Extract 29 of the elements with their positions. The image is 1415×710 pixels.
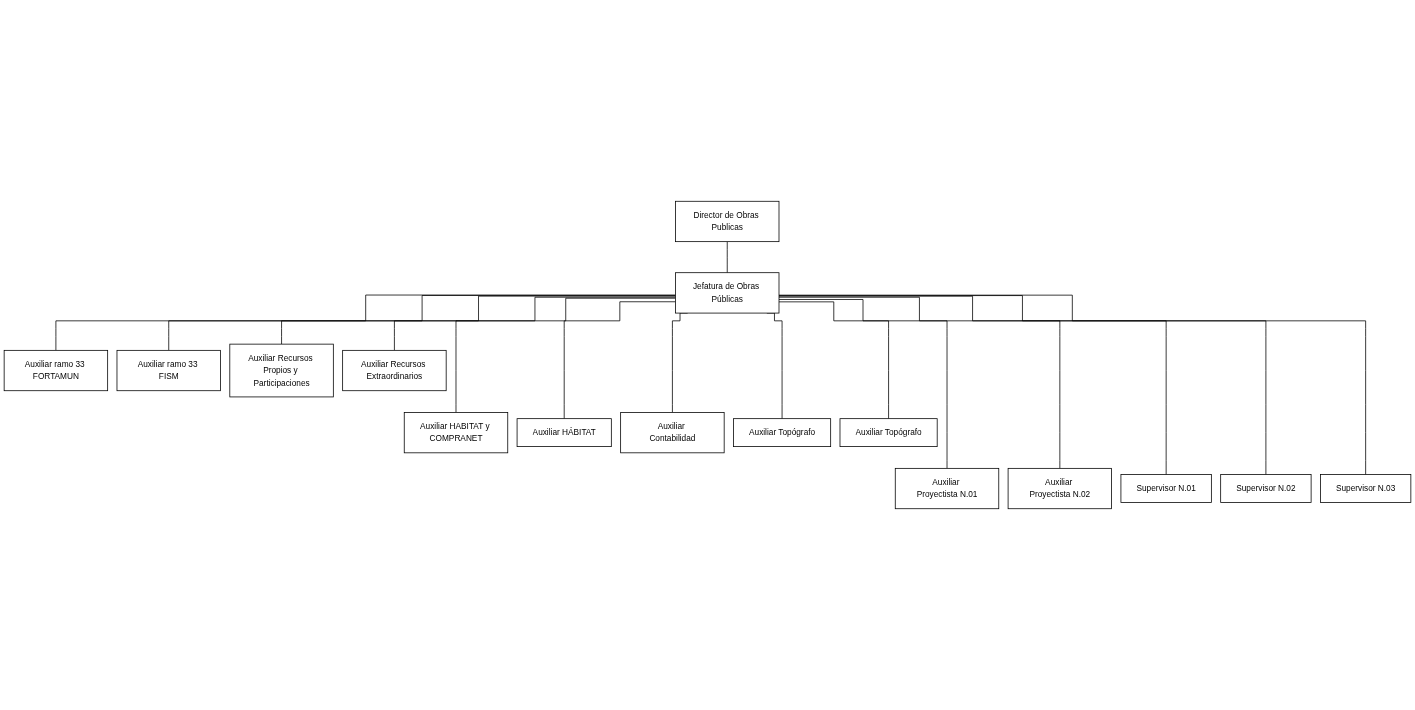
node-box: Auxiliar Proyectista N.02 xyxy=(1007,467,1112,510)
node-box: Director de Obras Publicas xyxy=(675,200,780,243)
connector xyxy=(563,301,676,420)
node-box: Auxiliar HABITAT y COMPRANET xyxy=(403,412,509,454)
node-box: Auxiliar Contabilidad xyxy=(620,412,725,454)
node-box: Auxiliar ramo 33 FORTAMUN xyxy=(3,349,109,392)
node-box: Auxiliar Topógrafo xyxy=(839,418,938,447)
connector xyxy=(778,295,1267,475)
connector xyxy=(455,297,676,413)
connector xyxy=(168,295,676,351)
connector xyxy=(778,301,889,420)
connector xyxy=(281,295,676,345)
connector xyxy=(778,294,1367,475)
node-box: Auxiliar Topógrafo xyxy=(733,418,832,447)
connector xyxy=(778,296,1061,469)
connector xyxy=(778,295,1167,475)
connector xyxy=(394,296,676,351)
connector xyxy=(55,294,676,351)
connector xyxy=(778,299,948,469)
node-box: Supervisor N.03 xyxy=(1320,474,1412,503)
connector xyxy=(726,241,728,274)
node-box: Auxiliar Recursos Extraordinarios xyxy=(342,349,447,392)
node-box: Auxiliar ramo 33 FISM xyxy=(116,349,221,392)
node-box: Jefatura de Obras Públicas xyxy=(675,272,780,314)
node-box: Auxiliar HÁBITAT xyxy=(516,418,612,447)
node-box: Supervisor N.01 xyxy=(1120,474,1212,503)
node-box: Auxiliar Proyectista N.01 xyxy=(894,467,1000,510)
node-box: Auxiliar Recursos Propios y Participaciones xyxy=(229,343,334,398)
node-box: Supervisor N.02 xyxy=(1220,474,1312,503)
